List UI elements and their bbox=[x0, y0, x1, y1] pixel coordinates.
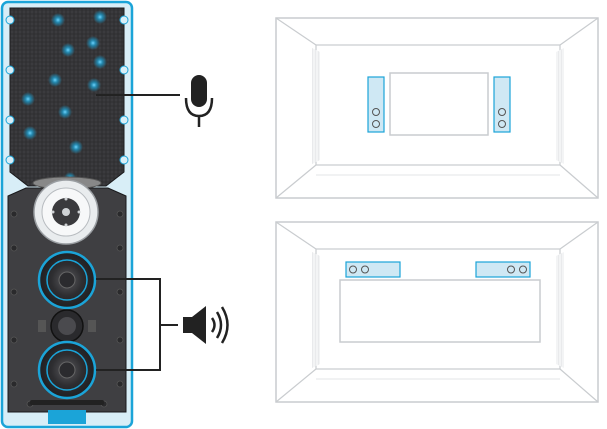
tweeter bbox=[32, 176, 102, 245]
in-wall-speaker-panel bbox=[0, 0, 134, 429]
microphone-icon bbox=[184, 75, 214, 127]
speaker-left-horizontal bbox=[345, 261, 401, 278]
room-horizontal-speakers bbox=[275, 221, 599, 403]
woofer-upper bbox=[37, 250, 97, 310]
room-vertical-speakers bbox=[275, 17, 599, 199]
midrange-driver bbox=[38, 309, 96, 343]
microphone-callout bbox=[96, 75, 214, 127]
speaker-volume-icon bbox=[183, 306, 229, 344]
tv-screen bbox=[389, 72, 489, 136]
speaker-left-vertical bbox=[367, 76, 385, 133]
driver-section bbox=[7, 176, 127, 424]
tv-screen bbox=[339, 279, 541, 343]
speaker-callout bbox=[96, 278, 229, 371]
speaker-right-vertical bbox=[493, 76, 511, 133]
speaker-right-horizontal bbox=[475, 261, 531, 278]
microphone-array-grille bbox=[5, 7, 129, 187]
woofer-lower bbox=[37, 340, 97, 400]
